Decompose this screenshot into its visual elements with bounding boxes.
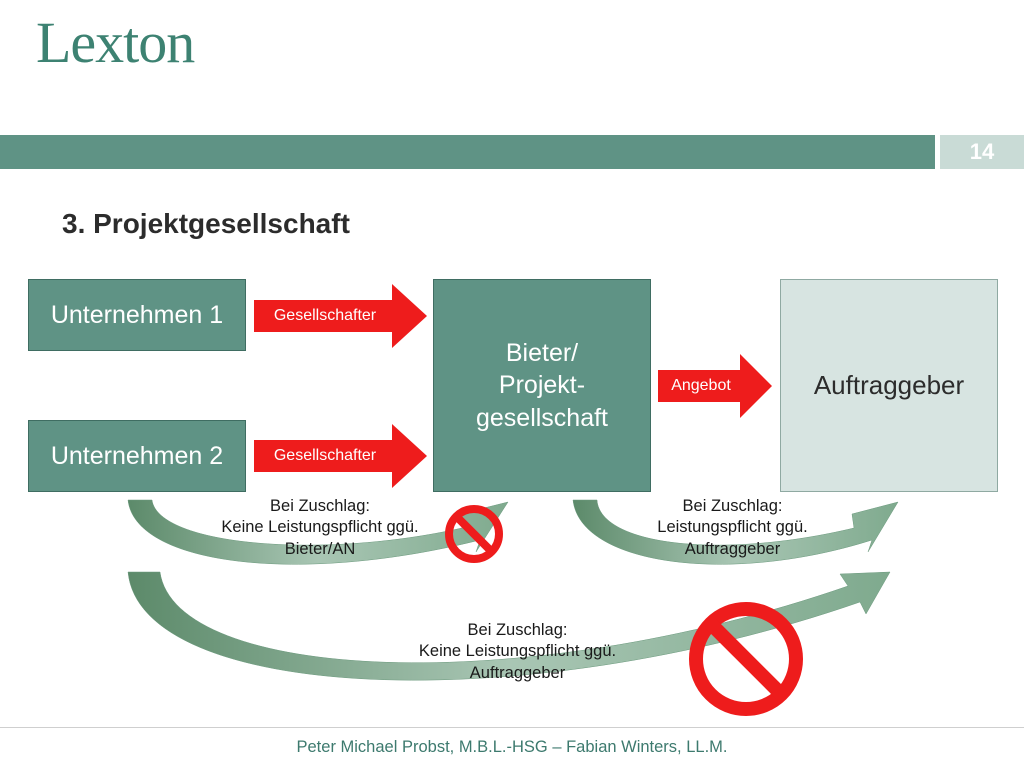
arrow-angebot-label: Angebot [671, 377, 731, 394]
prohibition-small-icon [445, 505, 503, 563]
bieter-label-line-1: Bieter/ [505, 338, 579, 367]
auftraggeber-box: Auftraggeber [780, 279, 998, 492]
page-number: 14 [940, 135, 1024, 169]
note-bieter-line: Bei Zuschlag: [270, 497, 370, 515]
curve-arrow-bieter [127, 499, 509, 565]
arrow-gesellschafter-1-label: Gesellschafter [273, 307, 377, 324]
bieter-label-line-3: gesellschaft [475, 403, 609, 432]
slide-title: 3. Projektgesellschaft [62, 208, 350, 239]
bieter-projektgesellschaft-box: Bieter/ Projekt- gesellschaft [433, 279, 651, 492]
footer-divider [0, 727, 1024, 728]
note-auftraggeber-line: Auftraggeber [684, 539, 781, 558]
prohibition-large-icon [689, 602, 803, 716]
curve-arrow-large [127, 571, 891, 681]
note-bottom-line: Bei Zuschlag: [467, 621, 568, 639]
bieter-label-line-2: Projekt- [498, 371, 586, 400]
footer-text: Peter Michael Probst, M.B.L.-HSG – Fabia… [296, 738, 728, 756]
note-bottom: Bei Zuschlag: Keine Leistungspflicht ggü… [380, 620, 655, 684]
header-bar [0, 135, 935, 169]
note-auftraggeber: Bei Zuschlag: Leistungspflicht ggü. Auft… [620, 496, 845, 560]
note-bieter-line: Bieter/AN [284, 539, 356, 558]
arrow-angebot [658, 354, 772, 418]
note-bottom-line: Keine Leistungspflicht ggü. [418, 642, 617, 661]
unternehmen-1-box: Unternehmen 1 [28, 279, 246, 351]
note-auftraggeber-line: Bei Zuschlag: [682, 497, 783, 515]
curve-arrow-auftraggeber [572, 499, 899, 565]
note-auftraggeber-line: Leistungspflicht ggü. [657, 518, 808, 537]
lexton-logo: Lexton [36, 10, 195, 75]
note-bieter-line: Keine Leistungspflicht ggü. [221, 518, 419, 537]
note-bieter: Bei Zuschlag: Keine Leistungspflicht ggü… [190, 496, 450, 560]
arrow-gesellschafter-2-label: Gesellschafter [273, 447, 377, 464]
auftraggeber-label: Auftraggeber [813, 370, 965, 400]
unternehmen-1-label: Unternehmen 1 [50, 300, 224, 329]
unternehmen-2-box: Unternehmen 2 [28, 420, 246, 492]
note-bottom-line: Auftraggeber [469, 663, 566, 682]
arrow-gesellschafter-1 [254, 284, 427, 348]
arrow-gesellschafter-2 [254, 424, 427, 488]
unternehmen-2-label: Unternehmen 2 [50, 441, 224, 470]
